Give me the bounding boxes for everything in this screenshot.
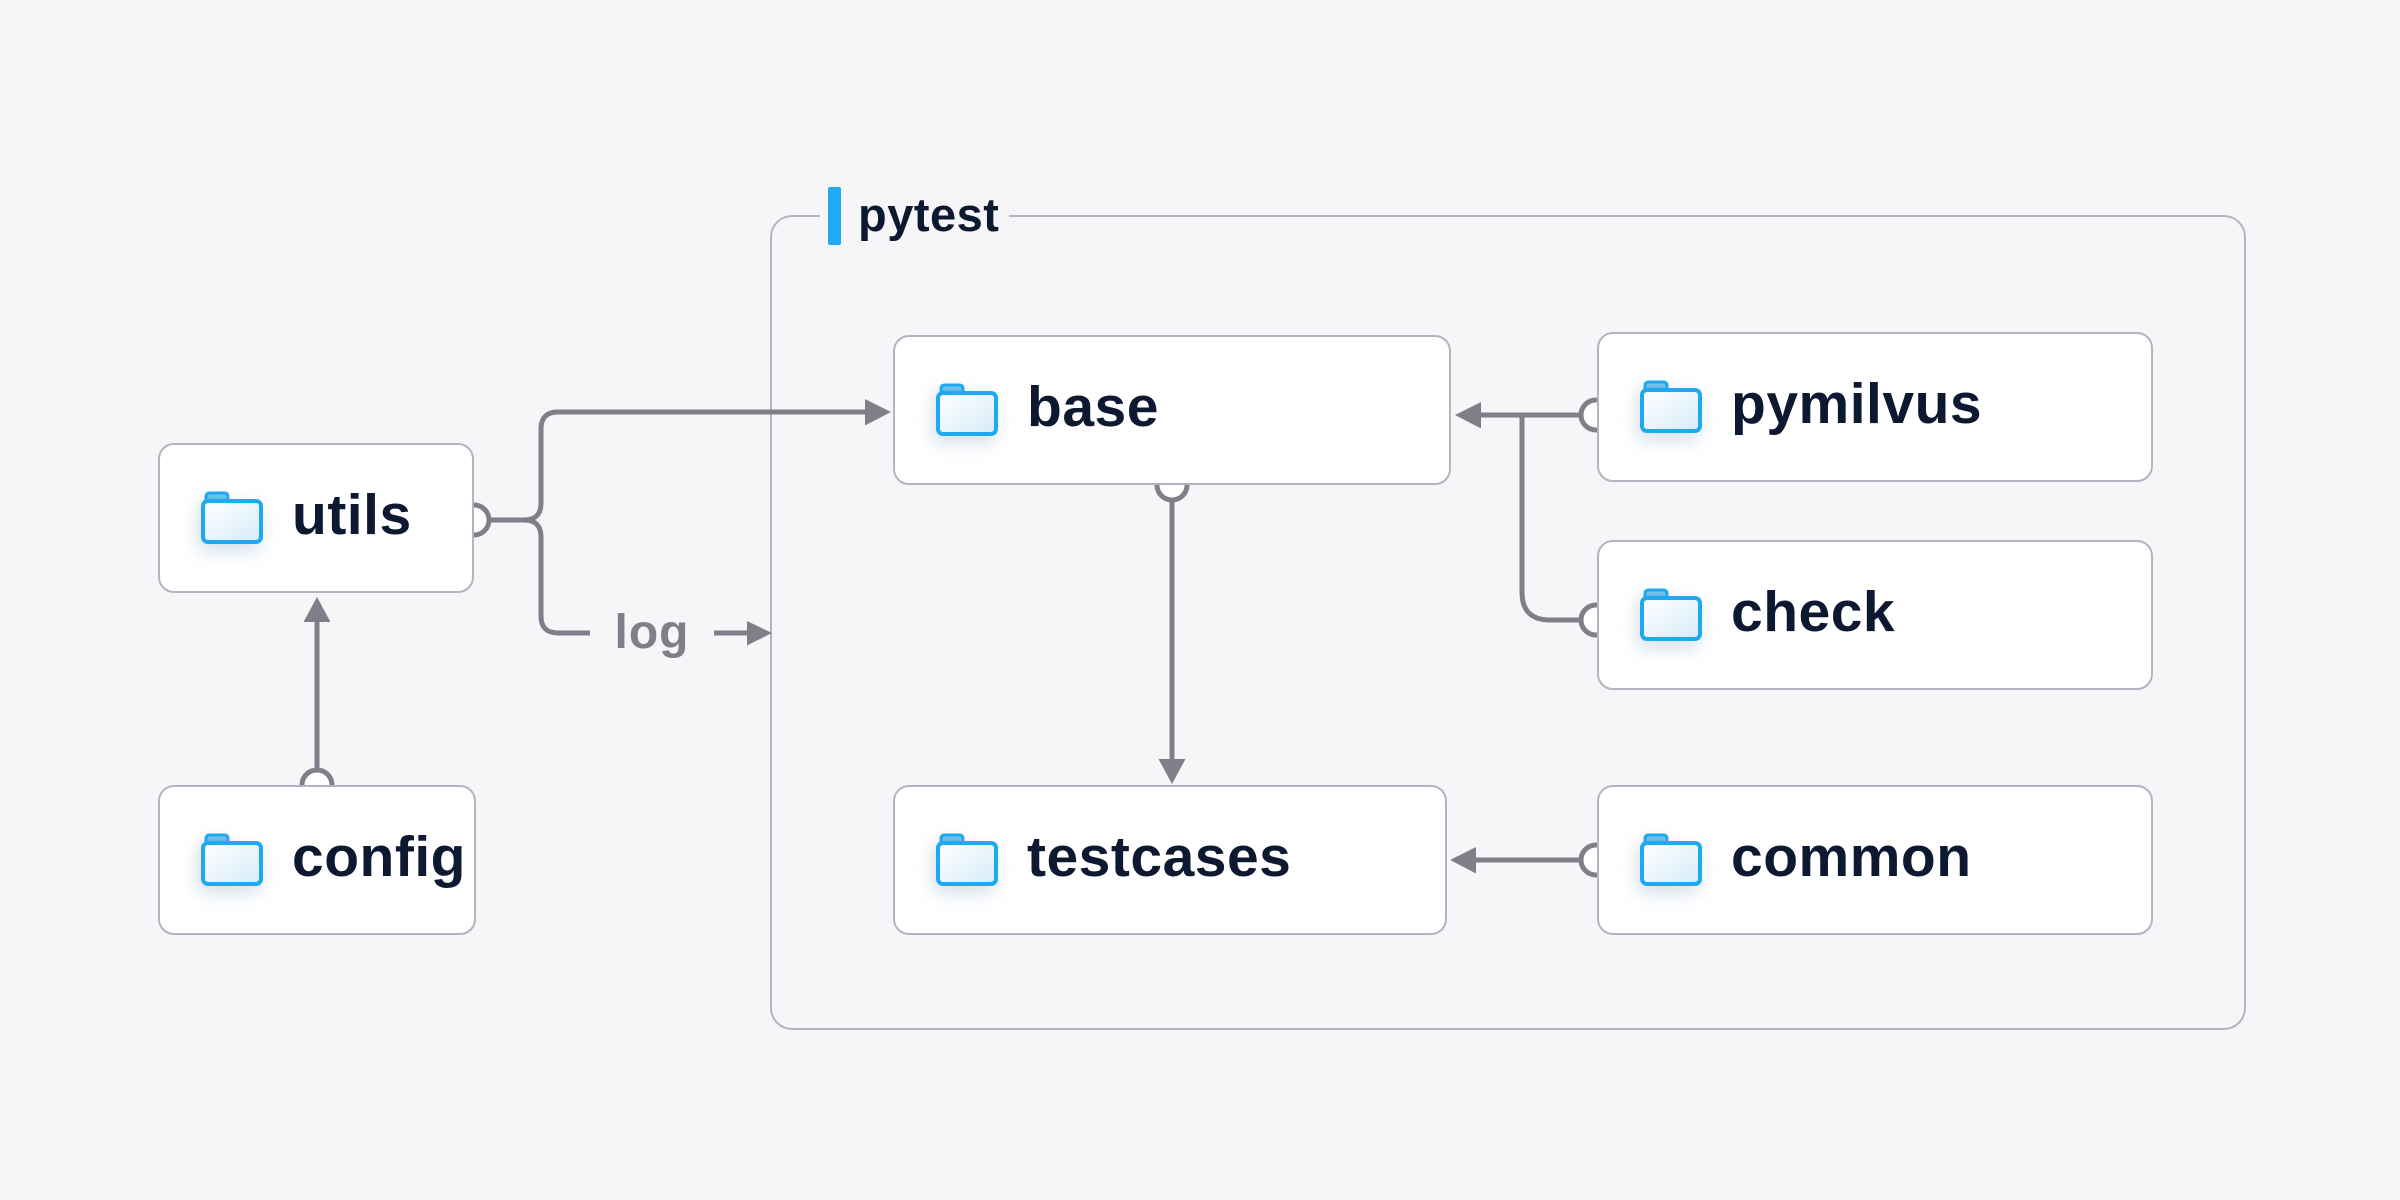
edge-pymilvus-base	[1455, 397, 1614, 433]
node-testcases: testcases	[893, 785, 1447, 935]
node-utils: utils	[158, 443, 474, 593]
arrowhead-down	[1158, 759, 1186, 784]
edge-common-testcases	[1450, 842, 1614, 878]
node-label: utils	[292, 482, 412, 547]
node-check: check	[1597, 540, 2153, 690]
folder-icon	[200, 491, 264, 545]
folder-icon	[1639, 588, 1703, 642]
arrowhead-right	[747, 621, 772, 646]
node-label: common	[1731, 824, 1972, 889]
arrowhead-left	[1450, 847, 1476, 874]
node-label: check	[1731, 579, 1896, 644]
node-label: pymilvus	[1731, 371, 1983, 436]
folder-icon	[200, 833, 264, 887]
node-pymilvus: pymilvus	[1597, 332, 2153, 482]
node-label: testcases	[1027, 824, 1292, 889]
folder-icon	[1639, 380, 1703, 434]
node-label: config	[292, 824, 466, 889]
container-label-text: pytest	[858, 187, 1000, 241]
arrowhead-right	[865, 399, 891, 426]
edge-base-testcases	[1154, 467, 1190, 784]
accent-bar	[828, 187, 841, 245]
folder-icon	[1639, 833, 1703, 887]
node-config: config	[158, 785, 476, 935]
arrowhead-left	[1455, 402, 1481, 429]
arrowhead-up	[303, 597, 331, 622]
edge-config-utils	[299, 597, 335, 803]
edge-utils-base	[456, 399, 891, 538]
pytest-container-label: pytest	[820, 184, 1010, 248]
folder-icon	[935, 383, 999, 437]
edge-label-log: log	[614, 606, 690, 659]
node-base: base	[893, 335, 1451, 485]
folder-icon	[935, 833, 999, 887]
node-common: common	[1597, 785, 2153, 935]
node-label: base	[1027, 374, 1159, 439]
pytest-container	[770, 215, 2246, 1030]
edge-utils-log	[523, 517, 772, 646]
